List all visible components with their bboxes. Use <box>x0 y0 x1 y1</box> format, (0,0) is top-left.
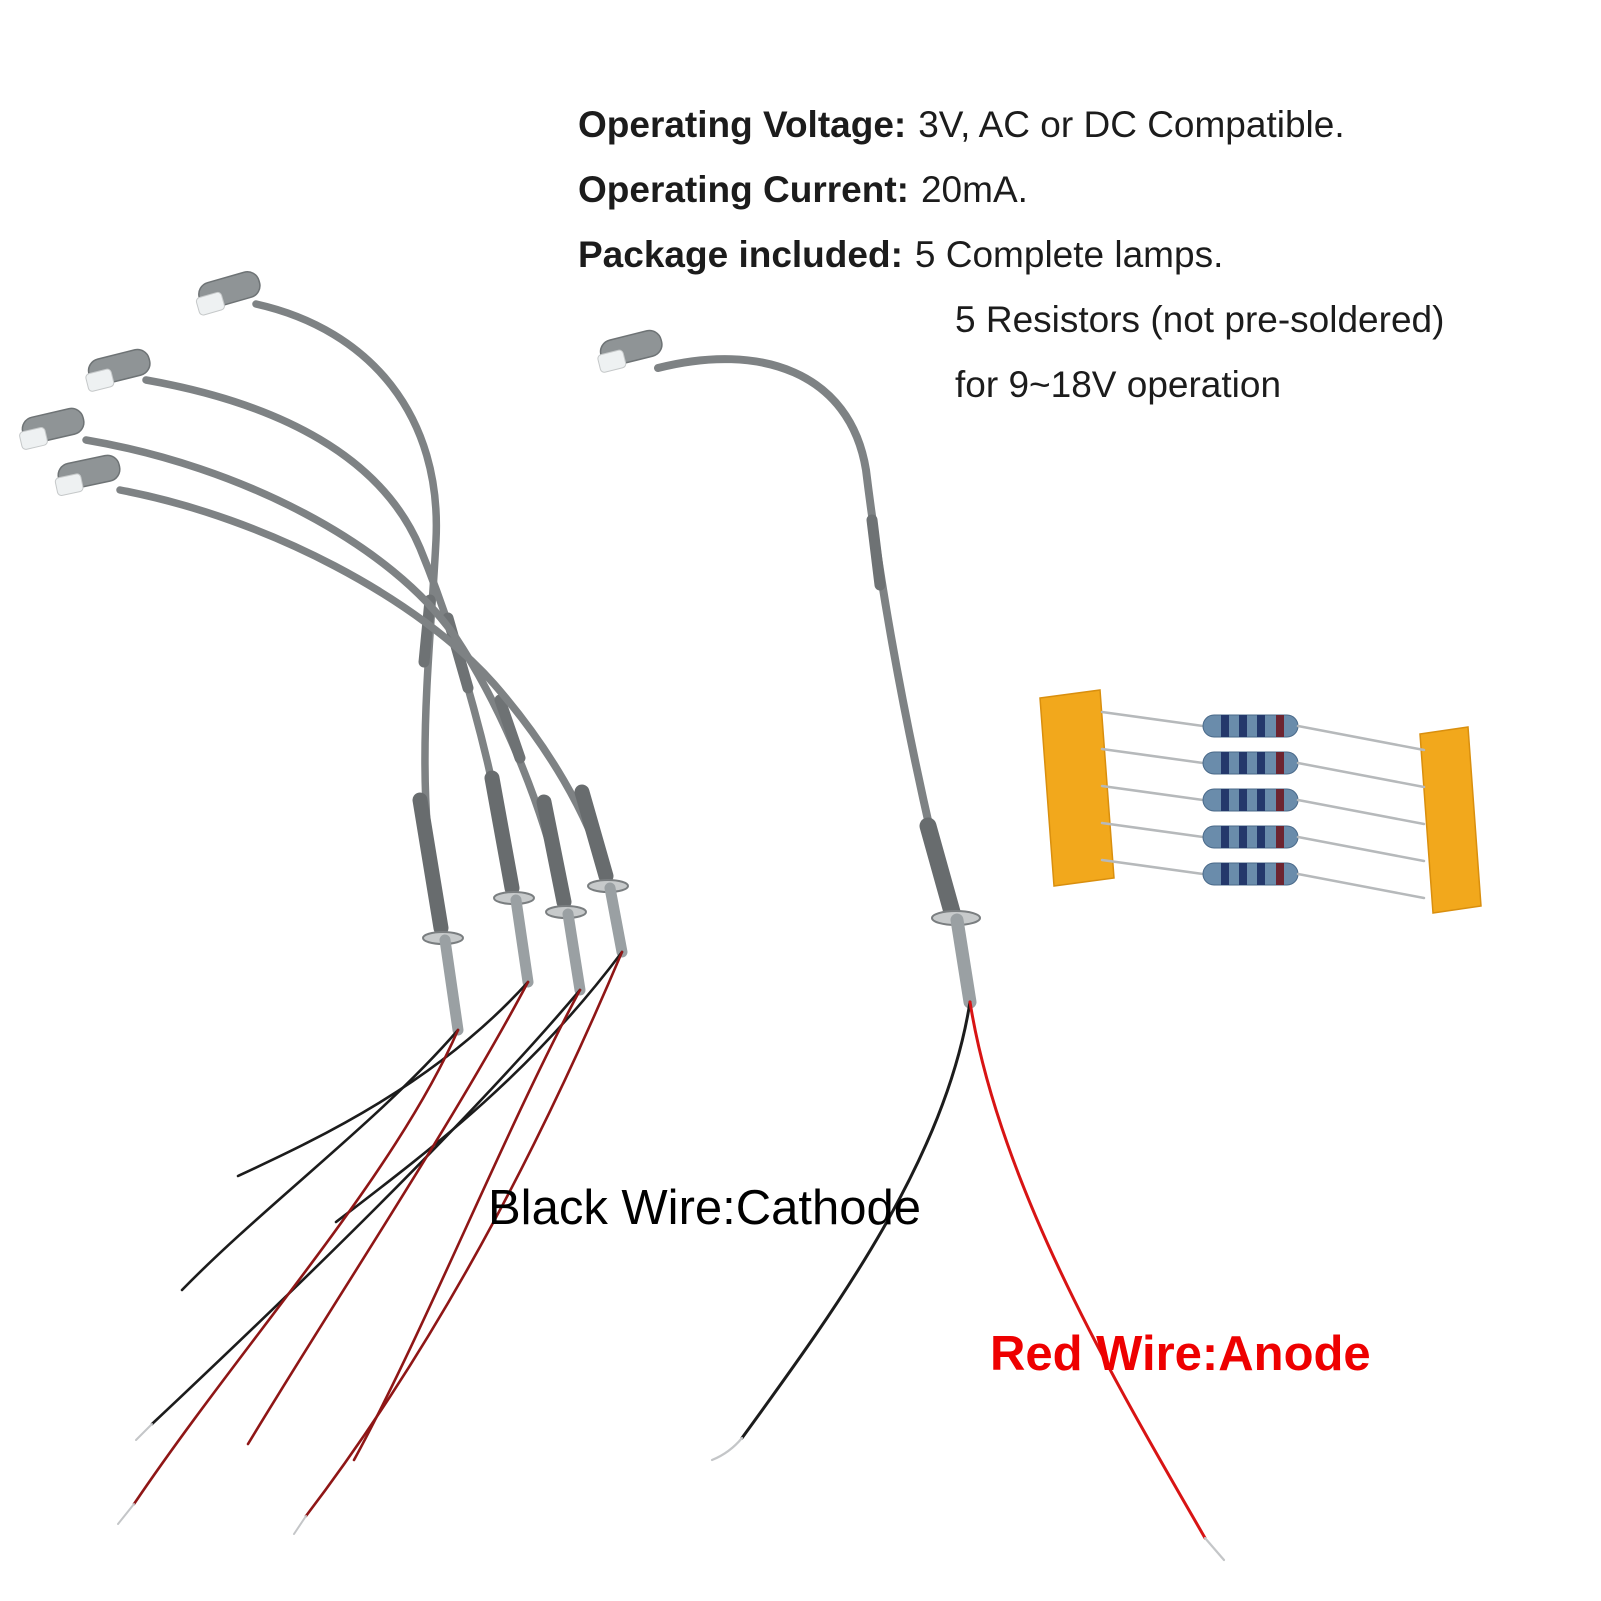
resistor-band <box>1221 863 1229 885</box>
resistor-lead <box>1296 798 1426 826</box>
resistor-band <box>1257 752 1265 774</box>
pole-base-tube <box>510 894 534 988</box>
bare-wire-tip <box>710 1436 744 1462</box>
lamp-head <box>191 268 265 317</box>
bare-wire-tip <box>135 1423 153 1441</box>
pole-base-tube <box>562 908 586 996</box>
resistor-band <box>1257 863 1265 885</box>
resistor-lead <box>1296 835 1426 863</box>
resistor-lead <box>1100 747 1205 765</box>
pole-sleeve <box>484 770 520 896</box>
spec-value: 5 Complete lamps. <box>914 234 1224 275</box>
resistor-band <box>1257 715 1265 737</box>
resistor <box>1100 858 1426 900</box>
pole-joint <box>866 514 886 591</box>
spec-line-resistors: 5 Resistors (not pre-soldered) <box>578 287 1444 352</box>
spec-label: Package included: <box>578 234 903 275</box>
lamp-pole <box>116 486 610 880</box>
resistor-band <box>1221 715 1229 737</box>
resistor <box>1100 784 1426 826</box>
resistor-lead <box>1100 784 1205 802</box>
resistor <box>1100 821 1426 863</box>
resistor-lead <box>1296 872 1426 900</box>
resistor-lead <box>1296 724 1426 752</box>
black-wire-cathode <box>740 1000 972 1440</box>
red-wire <box>246 980 530 1446</box>
pole-sleeve <box>412 792 449 936</box>
resistor-band <box>1257 826 1265 848</box>
resistor-band <box>1239 715 1247 737</box>
pole-joint <box>494 694 526 764</box>
tape-strip-left <box>1039 689 1115 887</box>
spec-line-operation: for 9~18V operation <box>578 352 1444 417</box>
resistor <box>1100 710 1426 752</box>
black-wire <box>236 980 530 1178</box>
resistor-band <box>1276 752 1284 774</box>
bare-wire-tip <box>1203 1536 1226 1562</box>
bare-wire-tip <box>293 1515 307 1535</box>
pole-sleeve <box>919 817 961 921</box>
lamp-post <box>81 346 535 988</box>
red-wire <box>132 1028 460 1506</box>
spec-text-block: Operating Voltage: 3V, AC or DC Compatibl… <box>578 92 1444 417</box>
black-wire <box>180 1028 460 1292</box>
wire-bundle-left <box>117 950 624 1535</box>
bare-wire-tip <box>117 1503 135 1525</box>
red-wire-anode-label: Red Wire:Anode <box>990 1327 1371 1381</box>
resistor-lead <box>1100 821 1205 839</box>
spec-line-current: Operating Current: 20mA. <box>578 157 1444 222</box>
pole-sleeve <box>574 784 614 884</box>
resistor-band <box>1239 863 1247 885</box>
pole-sleeve <box>536 794 572 910</box>
spec-line-package: Package included: 5 Complete lamps. <box>578 222 1444 287</box>
pole-joint <box>418 594 436 668</box>
lamp-head <box>51 452 124 497</box>
resistor-band <box>1239 826 1247 848</box>
lamp-post <box>15 405 587 996</box>
spec-value: 3V, AC or DC Compatible. <box>918 104 1345 145</box>
spec-value: 5 Resistors (not pre-soldered) <box>955 299 1445 340</box>
tape-strip-right <box>1419 726 1482 914</box>
black-wire <box>334 950 624 1224</box>
resistor-lead <box>1296 761 1426 789</box>
spec-line-voltage: Operating Voltage: 3V, AC or DC Compatibl… <box>578 92 1444 157</box>
spec-value: 20mA. <box>920 169 1028 210</box>
resistor-lead <box>1100 858 1205 876</box>
red-wire-anode <box>968 1000 1207 1540</box>
resistor-band <box>1239 789 1247 811</box>
lamp-post-group-left <box>15 268 629 1535</box>
lamp-post <box>191 268 464 1036</box>
pole-base-tube <box>439 934 464 1036</box>
spec-label: Operating Voltage: <box>578 104 907 145</box>
pole-base-tube <box>950 913 977 1009</box>
resistor <box>1100 747 1426 789</box>
lamp-pole <box>82 436 568 906</box>
lamp-head <box>81 346 155 393</box>
resistor-band <box>1276 863 1284 885</box>
red-wire <box>304 950 624 1518</box>
lamp-pole <box>654 355 936 842</box>
resistor-band <box>1257 789 1265 811</box>
resistor-band <box>1221 752 1229 774</box>
lamp-post <box>51 452 629 958</box>
resistor-band <box>1221 789 1229 811</box>
pole-base-tube <box>604 882 628 958</box>
resistor-band <box>1276 715 1284 737</box>
spec-value: for 9~18V operation <box>955 364 1282 405</box>
black-wire-cathode-label: Black Wire:Cathode <box>488 1181 922 1235</box>
lamp-head <box>15 405 88 451</box>
resistor-band <box>1276 826 1284 848</box>
spec-label: Operating Current: <box>578 169 909 210</box>
resistor-strip <box>1039 689 1482 914</box>
resistor-lead <box>1100 710 1205 728</box>
resistor-band <box>1221 826 1229 848</box>
resistor-band <box>1276 789 1284 811</box>
red-wire <box>352 988 582 1462</box>
lamp-post-center <box>593 327 1226 1562</box>
resistor-band <box>1239 752 1247 774</box>
black-wire <box>150 988 582 1426</box>
